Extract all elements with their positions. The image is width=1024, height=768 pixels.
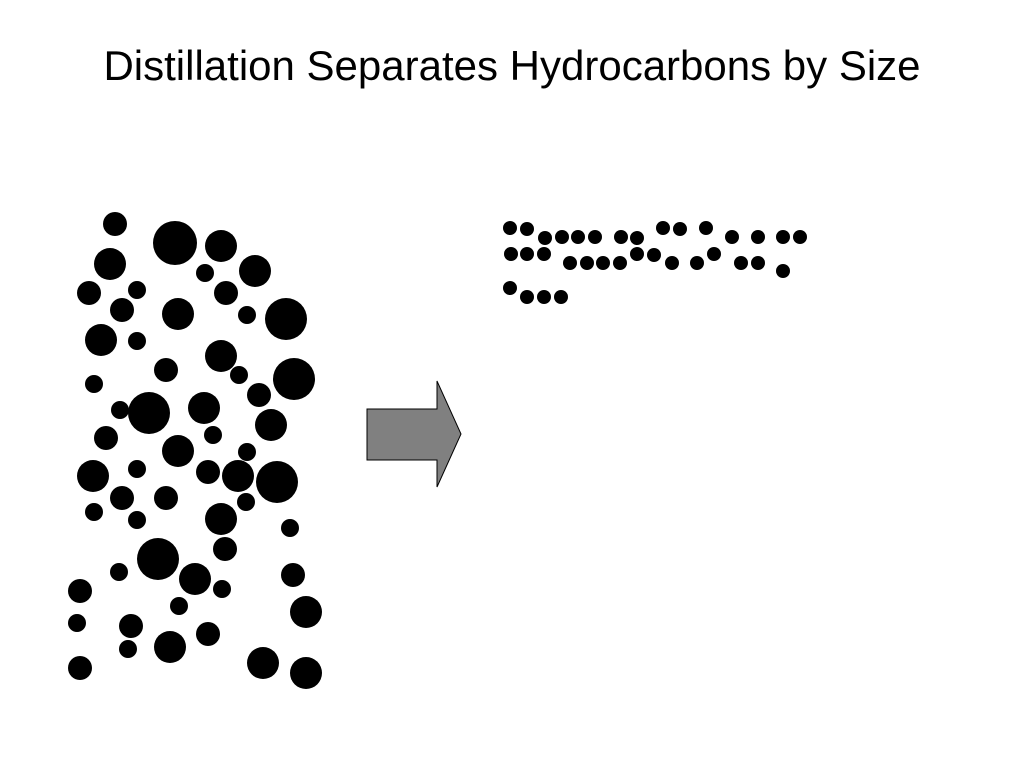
small-molecule [571, 230, 585, 244]
small-molecule [630, 231, 644, 245]
molecule [137, 538, 179, 580]
molecule [110, 563, 128, 581]
molecule [196, 264, 214, 282]
molecule [290, 596, 322, 628]
molecule [154, 358, 178, 382]
molecule [238, 443, 256, 461]
separated-small-molecules [503, 221, 807, 304]
small-molecule [656, 221, 670, 235]
small-molecule [520, 290, 534, 304]
small-molecule [520, 247, 534, 261]
molecule [154, 631, 186, 663]
small-molecule [563, 256, 577, 270]
molecule [110, 486, 134, 510]
molecule [188, 392, 220, 424]
molecule [94, 248, 126, 280]
molecule [85, 375, 103, 393]
molecule [265, 298, 307, 340]
molecule [128, 281, 146, 299]
small-molecule [580, 256, 594, 270]
small-molecule [707, 247, 721, 261]
molecule [290, 657, 322, 689]
molecule [273, 358, 315, 400]
small-molecule [665, 256, 679, 270]
small-molecule [614, 230, 628, 244]
molecule [213, 537, 237, 561]
small-molecule [504, 247, 518, 261]
molecule [128, 460, 146, 478]
molecule [255, 409, 287, 441]
small-molecule [538, 231, 552, 245]
small-molecule [699, 221, 713, 235]
mixed-hydrocarbons-cluster [68, 212, 322, 689]
small-molecule [647, 248, 661, 262]
molecule [94, 426, 118, 450]
right-arrow-icon [366, 380, 462, 488]
small-molecule [596, 256, 610, 270]
molecule [162, 298, 194, 330]
molecule [77, 281, 101, 305]
small-molecule [613, 256, 627, 270]
molecule [256, 461, 298, 503]
molecule [128, 392, 170, 434]
molecule [110, 298, 134, 322]
small-molecule [673, 222, 687, 236]
molecule [204, 426, 222, 444]
molecule [68, 656, 92, 680]
molecule [238, 306, 256, 324]
small-molecule [776, 264, 790, 278]
molecule [205, 503, 237, 535]
small-molecule [776, 230, 790, 244]
small-molecule [690, 256, 704, 270]
small-molecule [537, 290, 551, 304]
molecule [205, 230, 237, 262]
molecule [111, 401, 129, 419]
small-molecule [751, 230, 765, 244]
small-molecule [503, 281, 517, 295]
molecule [119, 640, 137, 658]
slide-title: Distillation Separates Hydrocarbons by S… [103, 42, 921, 89]
molecule [205, 340, 237, 372]
molecule [239, 255, 271, 287]
molecule [213, 580, 231, 598]
small-molecule [630, 247, 644, 261]
small-molecule [725, 230, 739, 244]
molecule [281, 563, 305, 587]
molecule [281, 519, 299, 537]
small-molecule [793, 230, 807, 244]
molecule [247, 647, 279, 679]
small-molecule [503, 221, 517, 235]
small-molecule [555, 230, 569, 244]
molecule [154, 486, 178, 510]
molecule [214, 281, 238, 305]
molecule [68, 614, 86, 632]
molecule [128, 332, 146, 350]
molecule [247, 383, 271, 407]
molecule [196, 460, 220, 484]
molecule [170, 597, 188, 615]
molecule [103, 212, 127, 236]
molecule [153, 221, 197, 265]
molecule [77, 460, 109, 492]
molecule [85, 324, 117, 356]
small-molecule [554, 290, 568, 304]
small-molecule [751, 256, 765, 270]
small-molecule [537, 247, 551, 261]
molecule [179, 563, 211, 595]
molecule [196, 622, 220, 646]
molecule [237, 493, 255, 511]
molecule [85, 503, 103, 521]
molecule [222, 460, 254, 492]
molecule [68, 579, 92, 603]
small-molecule [734, 256, 748, 270]
molecule [162, 435, 194, 467]
molecule [230, 366, 248, 384]
small-molecule [588, 230, 602, 244]
small-molecule [520, 222, 534, 236]
molecule [128, 511, 146, 529]
molecule [119, 614, 143, 638]
